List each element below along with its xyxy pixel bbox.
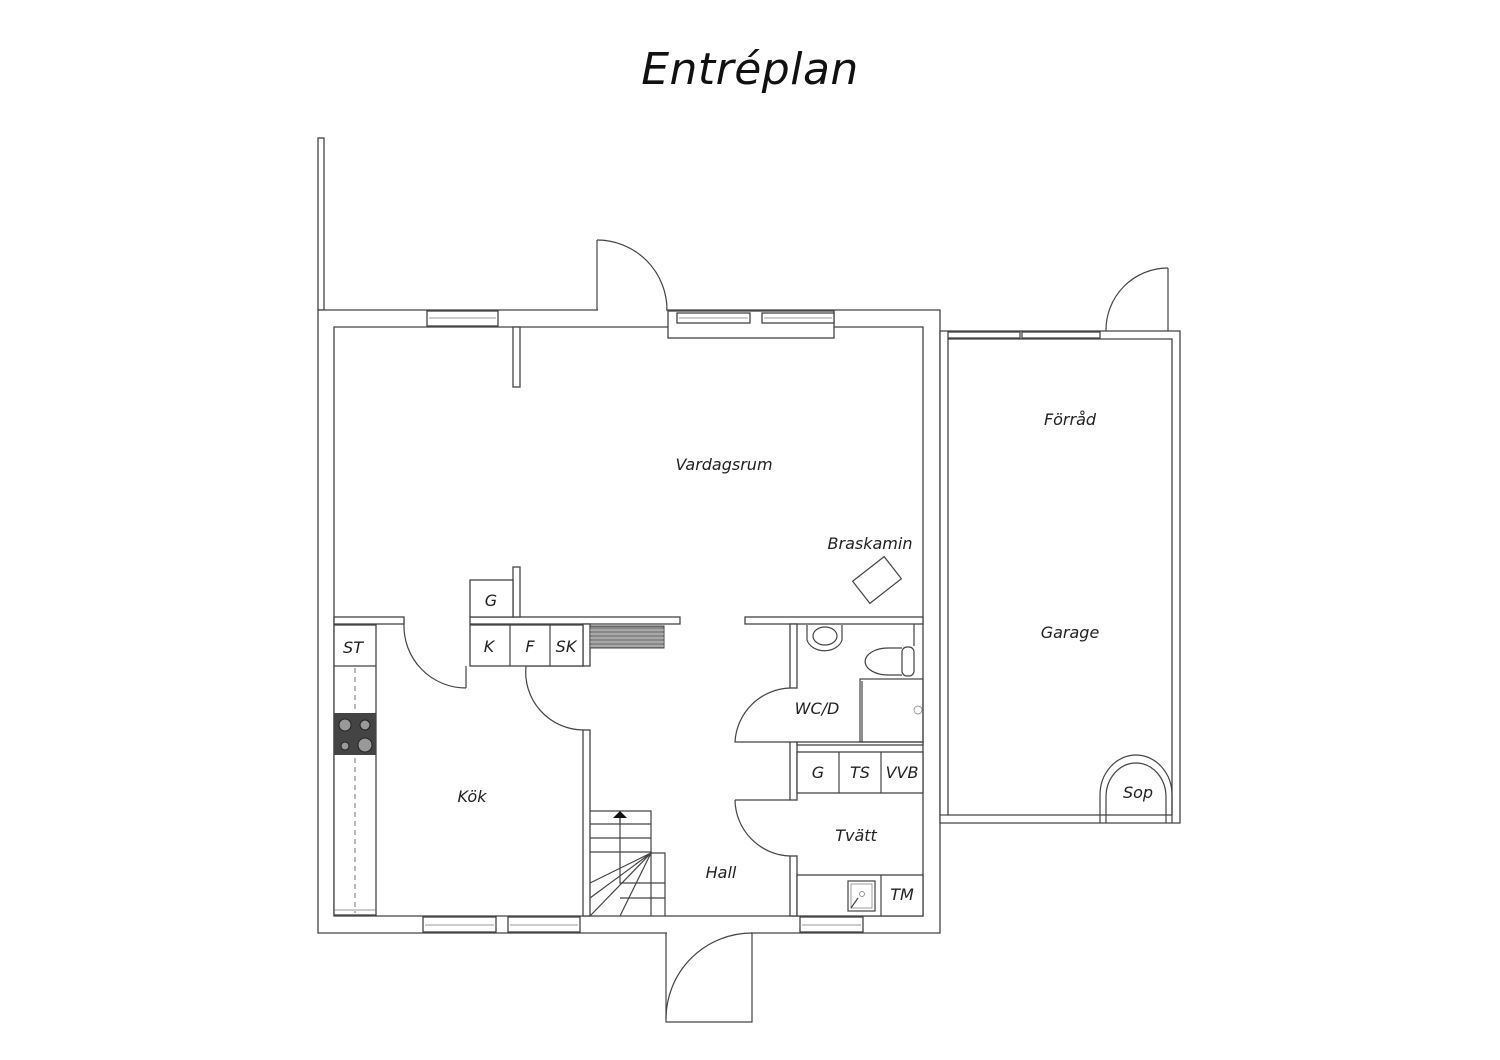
fixture-tm-label: TM [890,885,914,904]
braskamin-stove [851,555,903,605]
windows [422,310,1101,933]
fixture-f-label: F [525,637,535,656]
fixture-st-label: ST [343,638,364,657]
room-label-braskamin: Braskamin [828,534,913,553]
fence-wall [317,137,325,311]
bathroom-fixtures [806,624,924,743]
room-label-tvatt: Tvätt [835,826,877,845]
garage-walls [939,330,1181,824]
stairs [589,810,666,917]
kitchen-counter [333,624,377,916]
room-label-sop: Sop [1123,783,1153,802]
fixture-g [469,579,514,618]
room-label-garage: Garage [1041,623,1100,642]
plan-title: Entréplan [641,44,859,95]
fixture-k-label: K [484,637,496,656]
room-label-kok: Kök [458,787,488,806]
fixture-g-tvatt-label: G [812,763,824,782]
sop-enclosure [1099,754,1173,823]
room-label-forrad: Förråd [1044,410,1097,429]
room-label-hall: Hall [706,863,737,882]
radiator [589,625,665,649]
doors [403,239,1169,1023]
stove-icon [334,713,376,755]
fixture-ts-label: TS [850,763,870,782]
fixture-vvb-label: VVB [886,763,919,782]
sink-icon [847,880,876,912]
fixture-g-label: G [485,591,497,610]
room-label-wcd: WC/D [795,699,840,718]
fixture-sk-label: SK [556,637,578,656]
room-label-vardagsrum: Vardagsrum [675,455,772,474]
